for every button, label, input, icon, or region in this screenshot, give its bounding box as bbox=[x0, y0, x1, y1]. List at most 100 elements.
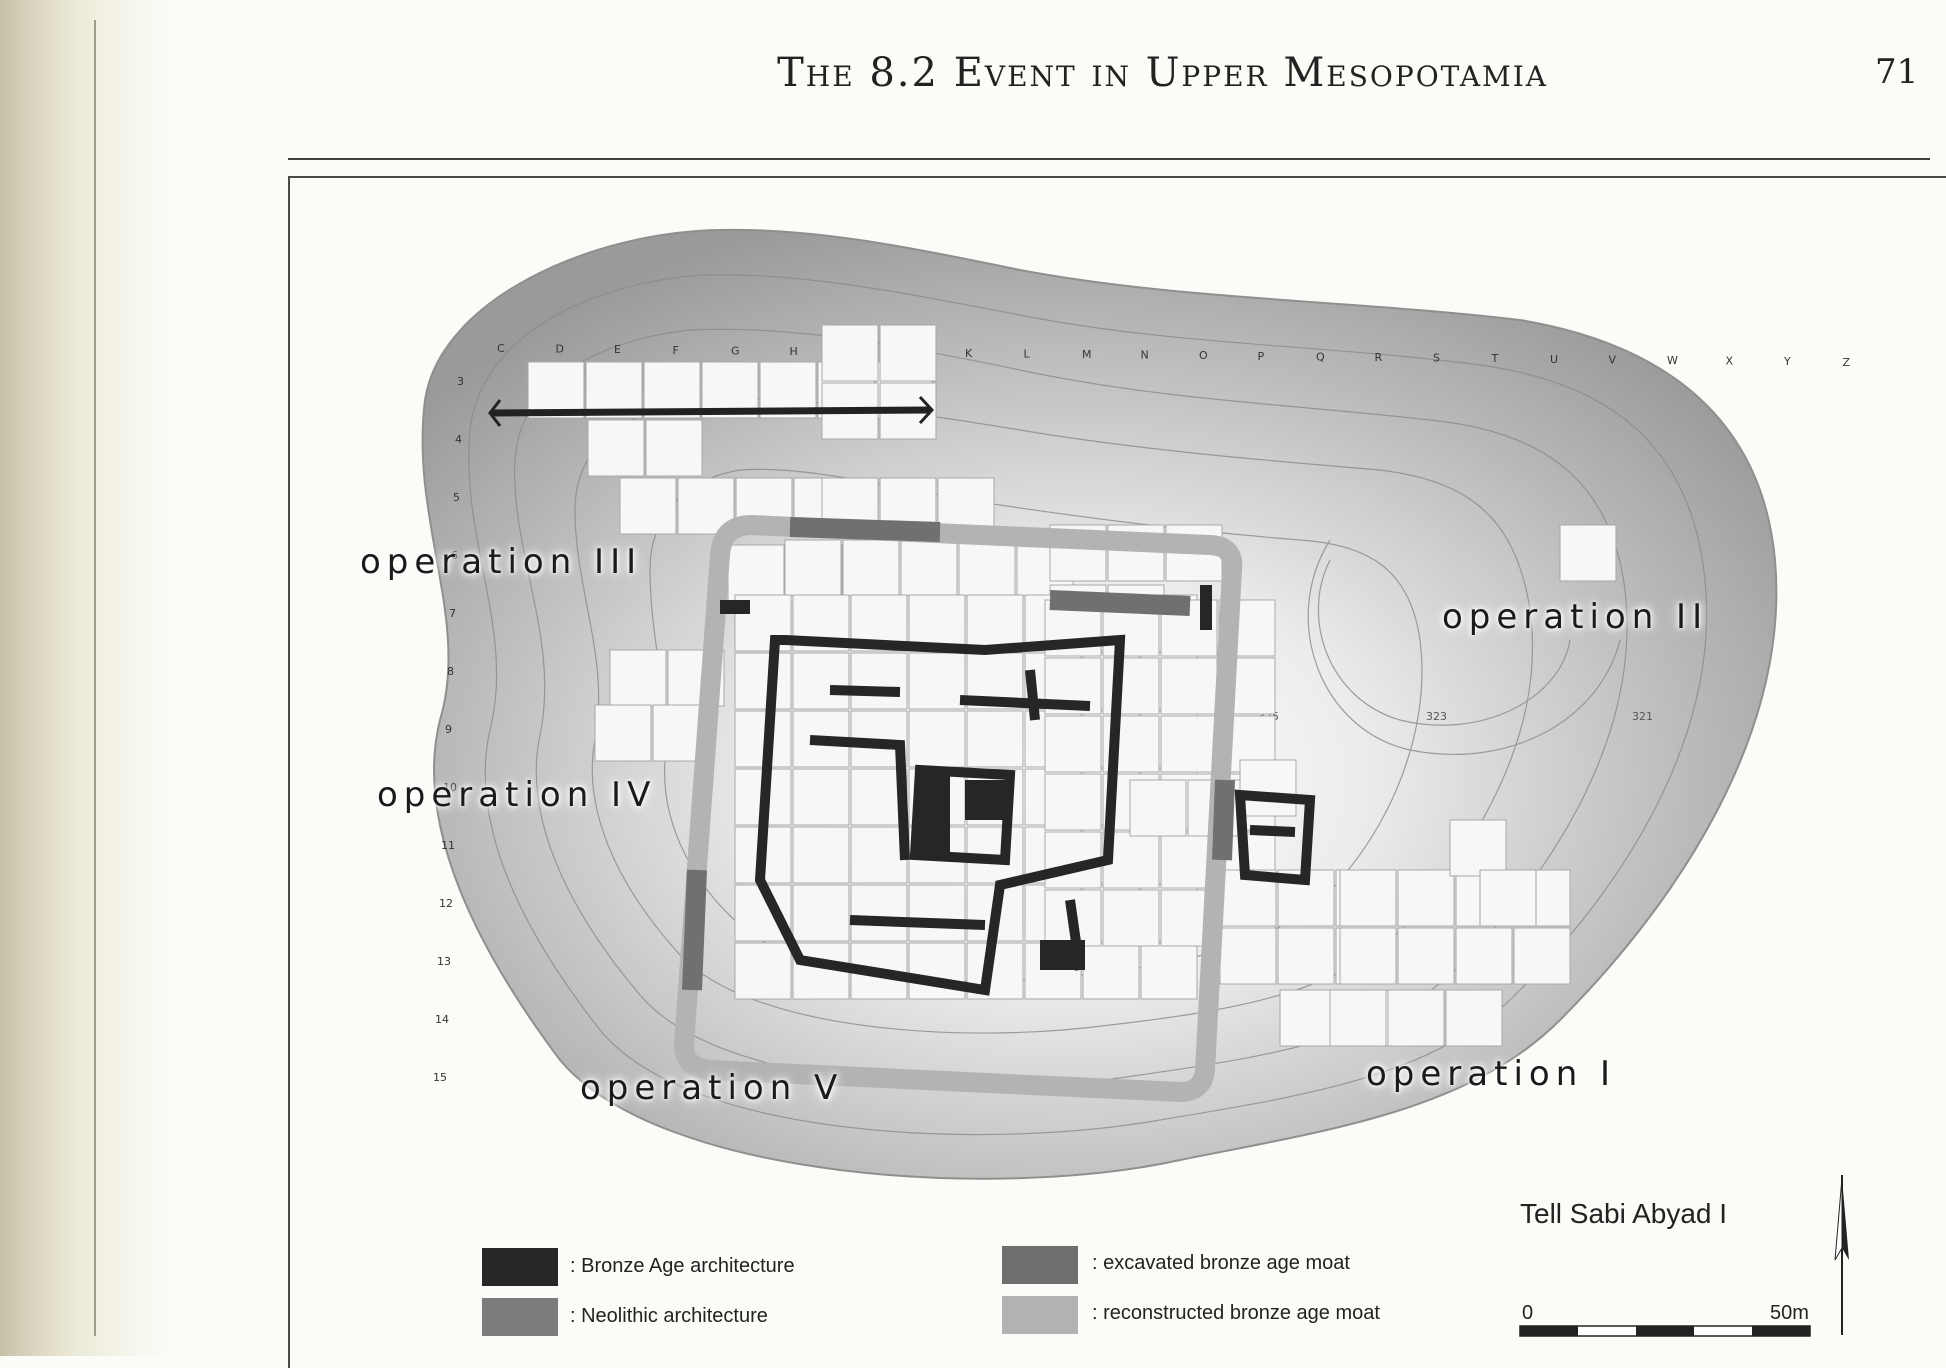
grid-column-label: Q bbox=[1316, 350, 1325, 363]
grid-row-label: 5 bbox=[453, 491, 460, 504]
legend-label-bronze: : Bronze Age architecture bbox=[570, 1255, 795, 1277]
figure-frame bbox=[288, 176, 1946, 1368]
legend-swatch-excavated-moat bbox=[1002, 1246, 1078, 1284]
excavation-square bbox=[1329, 989, 1387, 1047]
excavation-square bbox=[1339, 869, 1397, 927]
grid-row-label: 12 bbox=[439, 897, 453, 910]
excavation-square bbox=[1044, 773, 1102, 831]
excavation-square bbox=[850, 826, 908, 884]
excavation-square bbox=[1513, 927, 1571, 985]
running-head: The 8.2 Event in Upper Mesopotamia bbox=[777, 50, 1548, 96]
excavation-square bbox=[1082, 942, 1140, 1000]
grid-row-label: 11 bbox=[441, 839, 455, 852]
excavation-square bbox=[784, 539, 842, 597]
grid-row-label: 4 bbox=[455, 433, 462, 446]
contour-label-323: 323 bbox=[1426, 710, 1447, 723]
excavation-square bbox=[842, 539, 900, 597]
gutter-stitch-line bbox=[94, 20, 96, 1336]
excavation-square bbox=[527, 361, 585, 419]
excavation-square bbox=[966, 710, 1024, 768]
excavation-square bbox=[619, 477, 677, 535]
scale-bar bbox=[1519, 1325, 1811, 1337]
grid-column-label: U bbox=[1550, 353, 1558, 366]
grid-column-label: F bbox=[673, 344, 679, 357]
excavation-square bbox=[587, 419, 645, 477]
excavation-square bbox=[1279, 989, 1337, 1047]
grid-row-label: 7 bbox=[449, 607, 456, 620]
excavation-square bbox=[1559, 524, 1617, 582]
operation-v-label: operation V bbox=[580, 1068, 844, 1108]
grid-column-label: L bbox=[1024, 347, 1031, 360]
grid-column-label: V bbox=[1609, 353, 1617, 366]
grid-row-label: 15 bbox=[433, 1071, 447, 1084]
excavation-square bbox=[1140, 942, 1198, 1000]
excavation-square bbox=[792, 884, 850, 942]
excavation-square bbox=[1455, 927, 1513, 985]
excavation-square bbox=[734, 652, 792, 710]
bronze-age-architecture bbox=[754, 634, 1316, 996]
excavation-square bbox=[1277, 927, 1335, 985]
excavation-square bbox=[609, 649, 667, 707]
excavation-square bbox=[727, 544, 785, 602]
grid-column-label: G bbox=[731, 344, 740, 357]
grid-column-label: M bbox=[1082, 348, 1092, 361]
contour-label-321: 321 bbox=[1632, 710, 1653, 723]
grid-row-label: 8 bbox=[447, 665, 454, 678]
operation-ii-label: operation II bbox=[1442, 597, 1709, 637]
legend-swatch-reconstructed-moat bbox=[1002, 1296, 1078, 1334]
legend-swatch-neolithic bbox=[482, 1298, 558, 1336]
excavation-square bbox=[1449, 819, 1507, 877]
excavation-square bbox=[1239, 759, 1297, 817]
excavation-square bbox=[645, 419, 703, 477]
excavation-square bbox=[1387, 989, 1445, 1047]
page-number: 71 bbox=[1875, 52, 1919, 92]
excavation-square bbox=[792, 826, 850, 884]
scale-start-label: 0 bbox=[1522, 1302, 1534, 1324]
reconstructed-moat bbox=[674, 514, 1243, 1103]
excavation-square bbox=[1445, 989, 1503, 1047]
excavation-square bbox=[1102, 889, 1160, 947]
grid-column-label: E bbox=[614, 343, 621, 356]
excavation-square bbox=[1102, 657, 1160, 715]
section-line bbox=[488, 395, 935, 427]
excavation-square bbox=[1160, 715, 1218, 773]
grid-column-label: Z bbox=[1843, 356, 1851, 369]
legend-label-reconstructed-moat: : reconstructed bronze age moat bbox=[1092, 1302, 1380, 1324]
grid-column-label: P bbox=[1258, 350, 1265, 363]
grid-column-label: D bbox=[556, 343, 564, 356]
grid-row-label: 3 bbox=[457, 375, 464, 388]
grid-row-label: 6 bbox=[451, 549, 458, 562]
excavation-square bbox=[908, 652, 966, 710]
grid-column-label: S bbox=[1433, 352, 1440, 365]
excavation-square bbox=[734, 942, 792, 1000]
excavation-square bbox=[1397, 869, 1455, 927]
grid-column-label: K bbox=[965, 347, 973, 360]
excavation-square bbox=[900, 539, 958, 597]
legend-swatch-bronze bbox=[482, 1248, 558, 1286]
grid-column-labels: CDEFGHIJKLMNOPQRSTUVWXYZ bbox=[497, 342, 1851, 369]
grid-row-label: 10 bbox=[443, 781, 457, 794]
excavation-square bbox=[908, 942, 966, 1000]
grid-column-label: C bbox=[497, 342, 505, 355]
grid-row-label: 9 bbox=[445, 723, 452, 736]
north-arrow-icon bbox=[1834, 1175, 1849, 1335]
operation-iv-label: operation IV bbox=[377, 775, 657, 815]
grid-column-label: N bbox=[1141, 349, 1149, 362]
excavation-square bbox=[792, 652, 850, 710]
excavation-square bbox=[821, 324, 879, 382]
excavation-square bbox=[966, 594, 1024, 652]
grid-column-label: R bbox=[1375, 351, 1383, 364]
excavation-square bbox=[850, 884, 908, 942]
excavation-square bbox=[850, 652, 908, 710]
header-rule bbox=[288, 158, 1930, 160]
excavation-square bbox=[908, 710, 966, 768]
site-name: Tell Sabi Abyad I bbox=[1520, 1198, 1728, 1229]
legend-label-excavated-moat: : excavated bronze age moat bbox=[1092, 1252, 1350, 1274]
excavation-square bbox=[1160, 657, 1218, 715]
excavation-square bbox=[879, 324, 937, 382]
grid-column-label: H bbox=[790, 345, 798, 358]
operation-i-label: operation I bbox=[1366, 1054, 1617, 1094]
grid-row-label: 14 bbox=[435, 1013, 449, 1026]
